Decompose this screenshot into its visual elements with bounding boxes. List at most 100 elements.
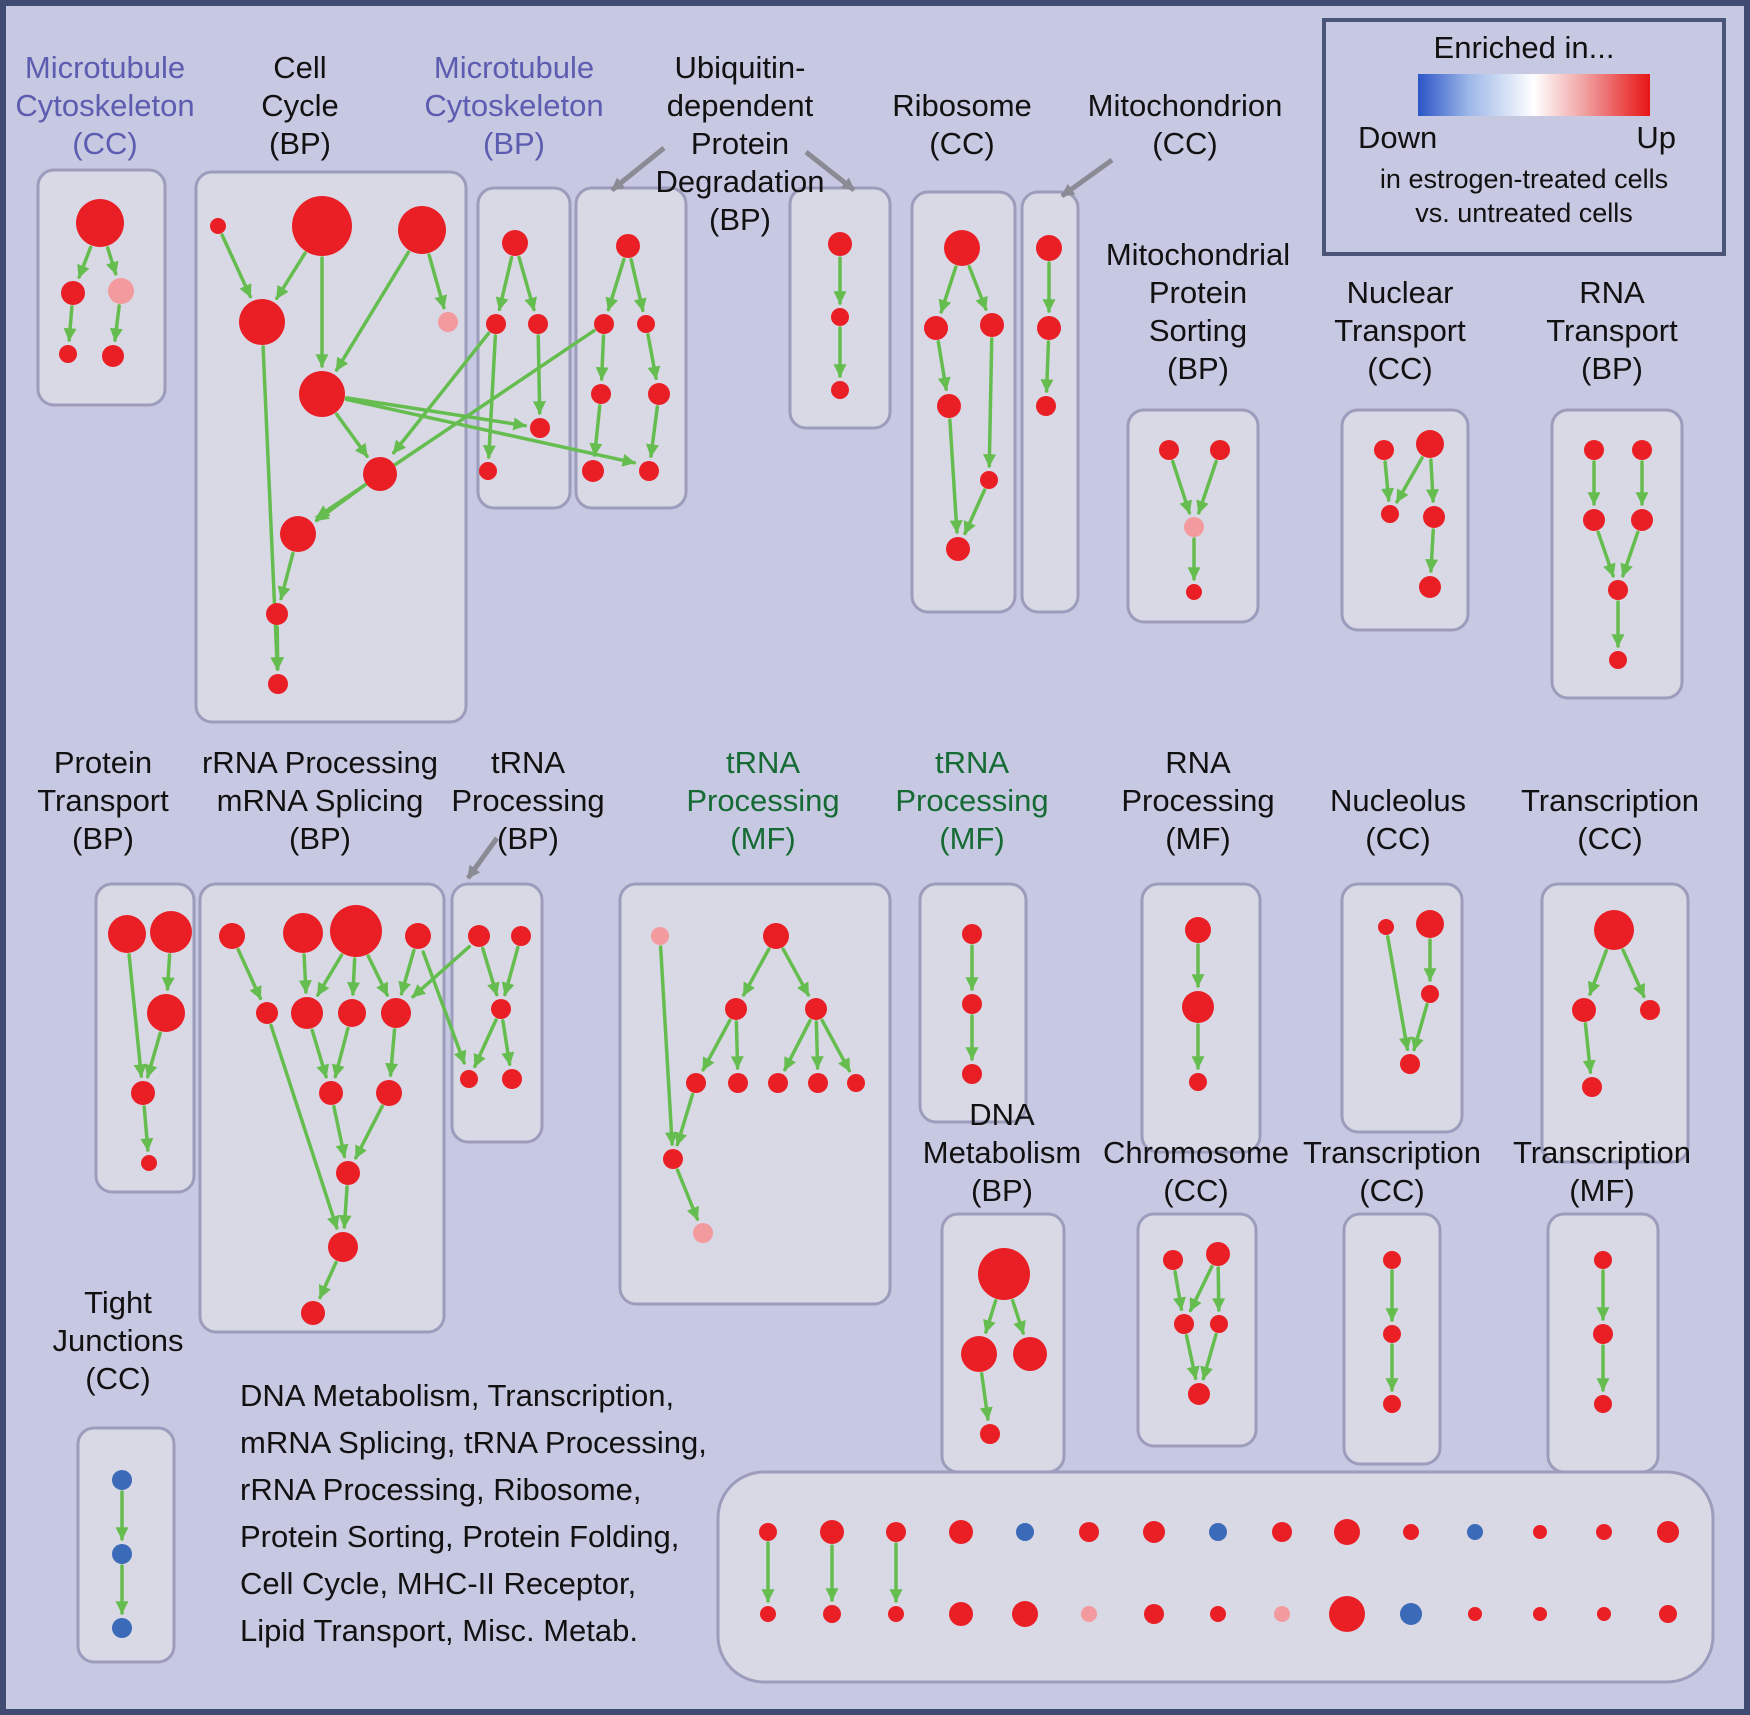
misc-line-4: Protein Sorting, Protein Folding,: [240, 1519, 680, 1554]
cluster-label-trna-processing-mf-small: tRNA: [935, 745, 1009, 780]
gene-node: [1163, 1250, 1183, 1270]
gene-node: [1631, 509, 1653, 531]
cluster-label-trna-processing-mf-small: Processing: [895, 783, 1048, 818]
edge-arrow: [1200, 1332, 1218, 1381]
labels-layer: MicrotubuleCytoskeleton(CC)CellCycle(BP)…: [15, 50, 1699, 1396]
cluster-label-trna-processing-bp: tRNA: [491, 745, 565, 780]
cluster-label-transcription-mf: Transcription: [1513, 1135, 1691, 1170]
gene-node: [108, 278, 134, 304]
gene-node: [760, 1606, 776, 1622]
cluster-label-rrna-processing-mrna-splicing-bp: mRNA Splicing: [217, 783, 424, 818]
cluster-label-nuclear-transport-cc: (CC): [1367, 351, 1432, 386]
edge-arrow: [674, 1092, 695, 1147]
gene-node: [1037, 316, 1061, 340]
gene-node: [594, 314, 614, 334]
label-pointer-arrow: [465, 836, 500, 880]
cluster-label-mitochondrial-protein-sorting-bp: Sorting: [1149, 313, 1247, 348]
gene-node: [847, 1074, 865, 1092]
gene-node: [292, 196, 352, 256]
edge-arrow: [1411, 1002, 1429, 1052]
gene-node: [280, 516, 316, 552]
edge-arrow: [532, 334, 546, 415]
cluster-box-ribosome-cc: [910, 190, 1017, 614]
gene-node: [479, 462, 497, 480]
cluster-label-rna-transport-bp: (BP): [1581, 351, 1643, 386]
legend-subtitle-2: vs. untreated cells: [1415, 198, 1633, 228]
cluster-label-ubiquitin-degradation-bp-left: Ubiquitin-: [675, 50, 806, 85]
gene-node: [1036, 396, 1056, 416]
gene-node: [1596, 1524, 1612, 1540]
gene-node: [1572, 998, 1596, 1022]
cluster-label-chromosome-cc: (CC): [1163, 1173, 1228, 1208]
gene-node: [1608, 580, 1628, 600]
cluster-label-chromosome-cc: Chromosome: [1103, 1135, 1289, 1170]
cluster-box-nucleolus-cc: [1340, 882, 1464, 1134]
gene-node: [398, 206, 446, 254]
gene-node: [1416, 430, 1444, 458]
cluster-label-microtubule-cytoskeleton-cc: (CC): [72, 126, 137, 161]
gene-node: [693, 1223, 713, 1243]
gene-node: [283, 913, 323, 953]
bottom-strip-box: [716, 1470, 1715, 1684]
gene-node: [886, 1522, 906, 1542]
edge-arrow: [967, 264, 988, 311]
edge-arrow: [1395, 456, 1424, 504]
edge-arrow: [391, 331, 491, 455]
cluster-label-microtubule-cytoskeleton-bp: Cytoskeleton: [424, 88, 603, 123]
edge-arrow: [332, 1104, 349, 1159]
cluster-label-rrna-processing-mrna-splicing-bp: (BP): [289, 821, 351, 856]
gene-node: [651, 927, 669, 945]
gene-node: [949, 1602, 973, 1626]
gene-node: [131, 1081, 155, 1105]
gene-node: [725, 998, 747, 1020]
gene-node: [1188, 1383, 1210, 1405]
gene-node: [1609, 651, 1627, 669]
edge-arrow: [315, 328, 596, 519]
edge-arrow: [318, 1260, 338, 1300]
edge-arrow: [275, 251, 307, 301]
edge-arrow: [629, 257, 647, 313]
gene-node: [962, 1064, 982, 1084]
edge-arrow: [495, 255, 514, 312]
gene-node: [1272, 1522, 1292, 1542]
gene-node: [528, 314, 548, 334]
gene-node: [301, 1301, 325, 1325]
edge-arrow: [675, 1168, 700, 1221]
misc-line-3: rRNA Processing, Ribosome,: [240, 1472, 642, 1507]
edge-arrow: [783, 1018, 812, 1072]
cluster-label-tight-junctions-cc: Tight: [84, 1285, 152, 1320]
gene-node: [1144, 1604, 1164, 1624]
gene-node: [1597, 1607, 1611, 1621]
gene-node: [1374, 440, 1394, 460]
cluster-label-microtubule-cytoskeleton-bp: Microtubule: [434, 50, 594, 85]
gene-node: [831, 308, 849, 326]
gene-node: [338, 999, 366, 1027]
gene-node: [1632, 440, 1652, 460]
gene-node: [1657, 1521, 1679, 1543]
edges-layer: [63, 233, 1649, 1615]
legend-scale-labels: Down Up: [1326, 116, 1722, 156]
gene-node: [336, 1161, 360, 1185]
gene-node: [1383, 1251, 1401, 1269]
cluster-label-trna-processing-mf-large: tRNA: [726, 745, 800, 780]
gene-node: [1400, 1603, 1422, 1625]
gene-node: [1182, 991, 1214, 1023]
cluster-label-nuclear-transport-cc: Nuclear: [1347, 275, 1454, 310]
gene-node: [381, 998, 411, 1028]
gene-node: [616, 234, 640, 258]
gene-node: [1416, 910, 1444, 938]
cluster-label-rna-processing-mf: RNA: [1165, 745, 1231, 780]
cluster-label-transcription-cc-mid: (CC): [1577, 821, 1642, 856]
edge-arrow: [730, 1020, 744, 1070]
gene-node: [820, 1520, 844, 1544]
cluster-label-protein-transport-bp: Protein: [54, 745, 152, 780]
label-pointer-arrow: [1060, 157, 1114, 199]
cluster-label-cell-cycle-bp: Cycle: [261, 88, 339, 123]
gene-node: [962, 994, 982, 1014]
gene-node: [112, 1618, 132, 1638]
gene-node: [491, 999, 511, 1019]
edge-arrow: [298, 953, 312, 994]
cluster-label-ubiquitin-degradation-bp-left: Degradation: [656, 164, 825, 199]
edge-arrow: [701, 1018, 732, 1072]
